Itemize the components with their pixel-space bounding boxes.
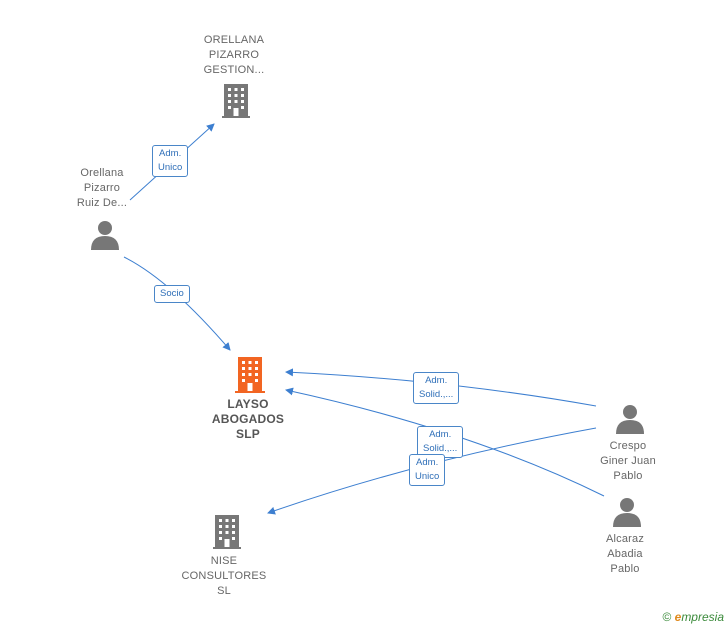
building-main-icon[interactable] [235,357,265,393]
node-label-alcaraz: Alcaraz Abadia Pablo [605,533,645,575]
node-label-crespo: Crespo Giner Juan Pablo [600,440,656,482]
edge-label-adm-unico-top[interactable]: Adm. Unico [152,145,189,177]
person-icon[interactable] [615,404,645,434]
edge-label-adm-solid-2[interactable]: Adm. Solid.,... [417,426,464,458]
edge-label-adm-unico-nise[interactable]: Adm. Unico [409,454,446,486]
copyright-symbol: © [662,610,672,624]
edge-label-socio[interactable]: Socio [154,285,190,303]
node-label-layso: LAYSO ABOGADOS SLP [211,397,285,441]
edge-socio [123,256,231,351]
brand-logo: © empresia [662,610,724,624]
person-icon[interactable] [90,220,120,250]
node-label-orellana-gestion: ORELLANA PIZARRO GESTION... [203,34,265,76]
node-label-orellana-person: Orellana Pizarro Ruiz De... [76,167,128,209]
brand-initial: e [674,610,682,624]
brand-name: mpresia [681,610,724,624]
building-icon[interactable] [213,515,241,549]
node-label-nise: NISE CONSULTORES SL [181,555,267,597]
edge-label-adm-solid-1[interactable]: Adm. Solid.,... [413,372,460,404]
person-icon[interactable] [612,497,642,527]
building-icon[interactable] [222,84,250,118]
